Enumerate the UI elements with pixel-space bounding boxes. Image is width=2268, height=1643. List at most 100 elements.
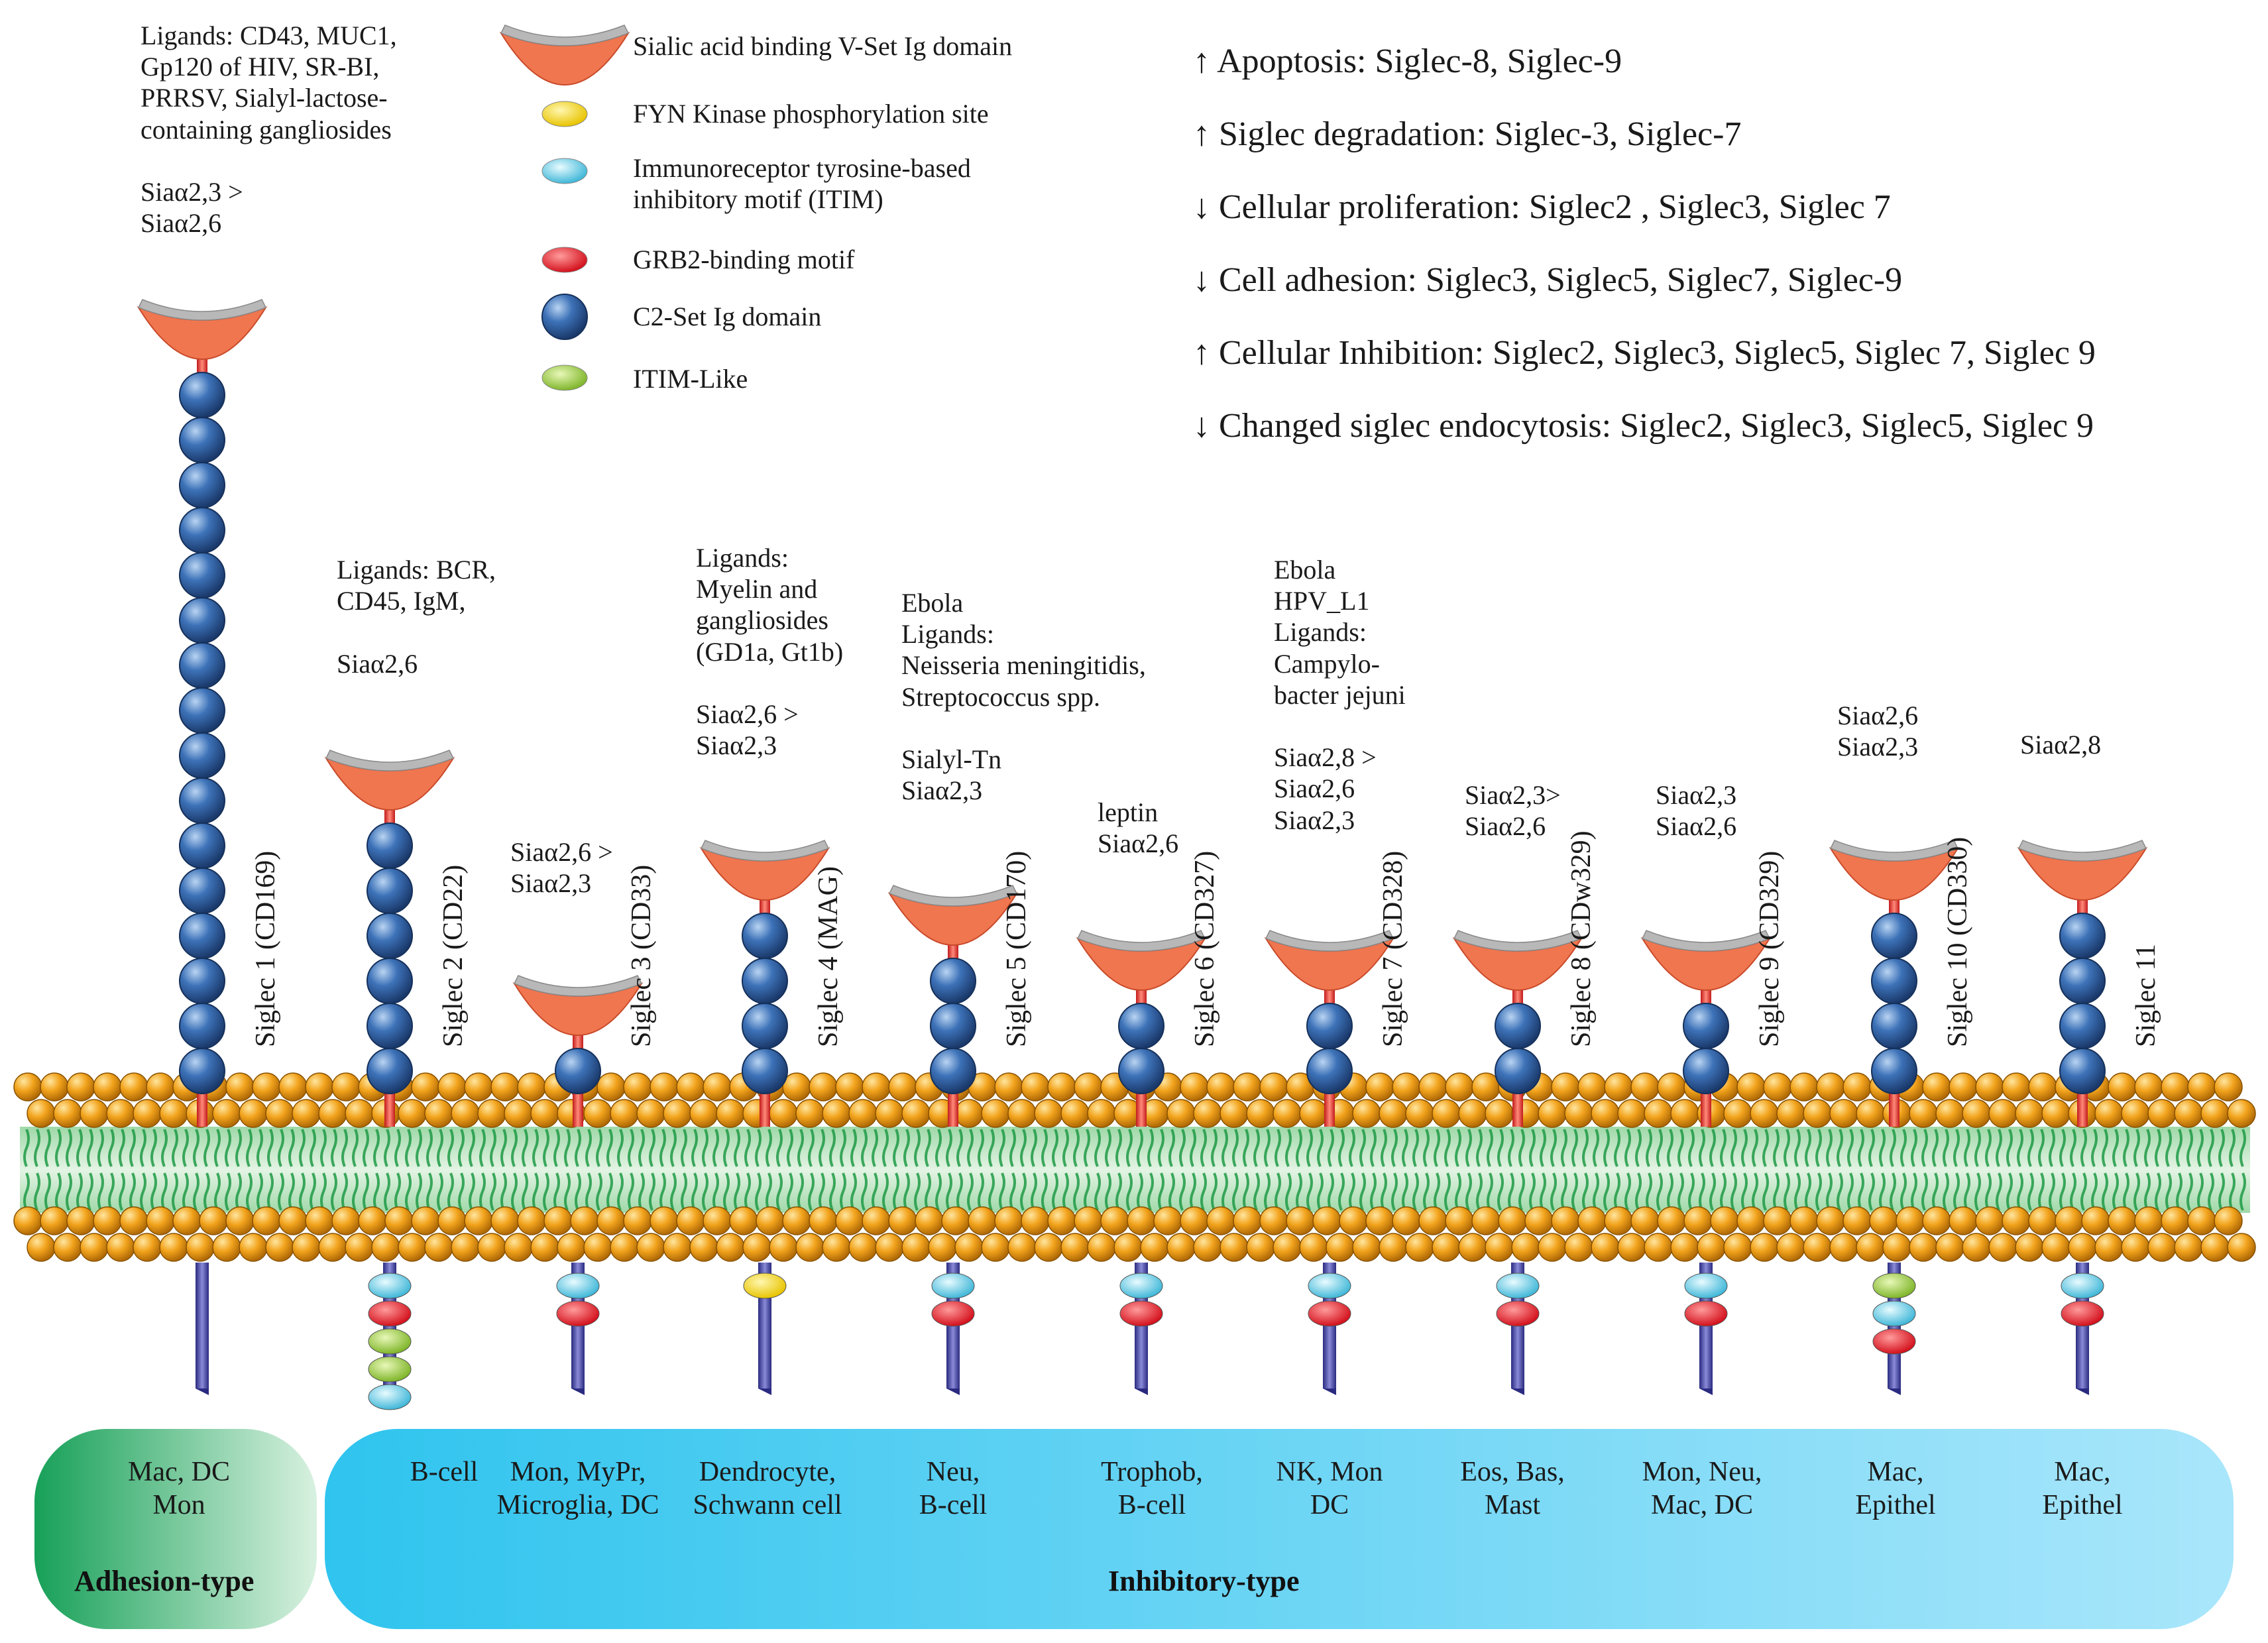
lipid-head bbox=[2002, 1072, 2031, 1102]
siglec-3-receptor bbox=[512, 975, 644, 1395]
lipid-head bbox=[2015, 1233, 2044, 1262]
lipid-tail bbox=[1349, 1172, 1355, 1211]
lipid-tail bbox=[76, 1129, 83, 1167]
lipid-tail bbox=[2144, 1172, 2151, 1211]
lipid-tail bbox=[1455, 1172, 1461, 1211]
lipid-tail bbox=[649, 1172, 655, 1211]
lipid-head bbox=[239, 1233, 268, 1262]
lipid-tail bbox=[606, 1172, 613, 1211]
c2-set-ig-domain bbox=[367, 822, 413, 869]
lipid-head bbox=[119, 1072, 148, 1102]
lipid-tail bbox=[1540, 1172, 1546, 1211]
lipid-tail bbox=[893, 1129, 899, 1167]
lipid-head bbox=[1206, 1206, 1235, 1235]
lipid-tail bbox=[1328, 1172, 1334, 1211]
lipid-head bbox=[769, 1099, 798, 1128]
siglec-9-receptor bbox=[1640, 930, 1772, 1395]
lipid-tail bbox=[23, 1172, 30, 1211]
lipid-tail bbox=[1996, 1129, 2002, 1167]
lipid-tail bbox=[956, 1129, 963, 1167]
lipid-head bbox=[1988, 1099, 2017, 1128]
lipid-head bbox=[1193, 1099, 1222, 1128]
lipid-head bbox=[663, 1233, 692, 1262]
lipid-tail bbox=[2218, 1129, 2225, 1167]
lipid-tail bbox=[331, 1129, 337, 1167]
lipid-head bbox=[464, 1072, 493, 1102]
lipid-tail bbox=[140, 1172, 146, 1211]
lipid-tail bbox=[522, 1129, 528, 1167]
c2-set-ig-domain bbox=[2059, 958, 2106, 1004]
lipid-tail bbox=[437, 1172, 443, 1211]
lipid-tail bbox=[437, 1129, 443, 1167]
lipid-tail bbox=[203, 1129, 210, 1167]
lipid-tail bbox=[1582, 1172, 1589, 1211]
lipid-tail bbox=[1518, 1129, 1525, 1167]
lipid-tail bbox=[458, 1129, 465, 1167]
lipid-tail bbox=[1911, 1129, 1917, 1167]
lipid-head bbox=[1922, 1206, 1951, 1235]
tail-tip bbox=[2076, 1388, 2089, 1395]
lipid-tail bbox=[150, 1172, 157, 1211]
lipid-tail bbox=[1062, 1172, 1069, 1211]
v-set-ig-domain bbox=[512, 975, 644, 1036]
tail-tip bbox=[196, 1388, 209, 1395]
lipid-tail bbox=[2176, 1129, 2183, 1167]
lipid-tail bbox=[2038, 1172, 2045, 1211]
lipid-tail bbox=[872, 1172, 878, 1211]
lipid-head bbox=[1432, 1099, 1461, 1128]
lipid-head bbox=[305, 1072, 334, 1102]
siglec-7-cell-types: NK, Mon DC bbox=[1276, 1457, 1383, 1521]
lipid-tail bbox=[628, 1129, 634, 1167]
lipid-tail bbox=[681, 1129, 687, 1167]
legend-label: Sialic acid binding V-Set Ig domain bbox=[633, 31, 1013, 61]
lipid-tail bbox=[1200, 1172, 1207, 1211]
grb2-binding-motif bbox=[1872, 1328, 1916, 1355]
siglec-5-cell-types: Neu, B-cell bbox=[919, 1457, 988, 1521]
lipid-head bbox=[1034, 1099, 1063, 1128]
lipid-tail bbox=[1508, 1172, 1514, 1211]
lipid-head bbox=[1233, 1072, 1262, 1102]
v-set-lip bbox=[500, 25, 630, 46]
lipid-tail bbox=[267, 1172, 274, 1211]
c2-set-ig-domain bbox=[1118, 1048, 1164, 1094]
lipid-tail bbox=[564, 1172, 571, 1211]
lipid-tail bbox=[723, 1172, 730, 1211]
lipid-head bbox=[1644, 1233, 1673, 1262]
lipid-head bbox=[13, 1206, 42, 1235]
lipid-tail bbox=[1285, 1129, 1292, 1167]
lipid-tail bbox=[1476, 1172, 1483, 1211]
lipid-tail bbox=[1593, 1172, 1599, 1211]
lipid-head bbox=[1153, 1206, 1182, 1235]
lipid-head bbox=[437, 1206, 467, 1235]
lipid-head bbox=[490, 1206, 520, 1235]
c2-set-ig-domain bbox=[1495, 1003, 1541, 1049]
lipid-tail bbox=[1497, 1172, 1504, 1211]
lipid-tail bbox=[691, 1172, 698, 1211]
lipid-tail bbox=[575, 1129, 581, 1167]
lipid-head bbox=[689, 1233, 718, 1262]
lipid-tail bbox=[2165, 1129, 2172, 1167]
lipid-tail bbox=[363, 1172, 369, 1211]
lipid-tail bbox=[1593, 1129, 1599, 1167]
v-set-lip bbox=[1641, 930, 1771, 952]
siglec-1-cell-types: Mac, DC Mon bbox=[128, 1457, 230, 1521]
itim-like-motif bbox=[368, 1328, 412, 1355]
effect-line: ↓ Changed siglec endocytosis: Siglec2, S… bbox=[1193, 407, 2094, 445]
lipid-tail bbox=[2059, 1172, 2066, 1211]
siglec-9-cell-types: Mon, Neu, Mac, DC bbox=[1642, 1457, 1762, 1521]
lipid-tail bbox=[2186, 1129, 2193, 1167]
lipid-tail bbox=[1900, 1172, 1907, 1211]
legend-label: Immunoreceptor tyrosine-based inhibitory… bbox=[633, 153, 971, 215]
lipid-tail bbox=[1847, 1129, 1854, 1167]
siglec-11-annotation: Siaα2,8 bbox=[2020, 730, 2102, 760]
lipid-tail bbox=[2133, 1172, 2140, 1211]
tail-tip bbox=[1323, 1388, 1336, 1395]
tail-tip bbox=[946, 1388, 960, 1395]
lipid-tail bbox=[659, 1172, 666, 1211]
lipid-tail bbox=[1656, 1129, 1663, 1167]
lipid-tail bbox=[543, 1129, 549, 1167]
lipid-head bbox=[1007, 1233, 1037, 1262]
lipid-tail bbox=[967, 1172, 974, 1211]
lipid-head bbox=[451, 1233, 480, 1262]
lipid-head bbox=[2068, 1233, 2097, 1262]
